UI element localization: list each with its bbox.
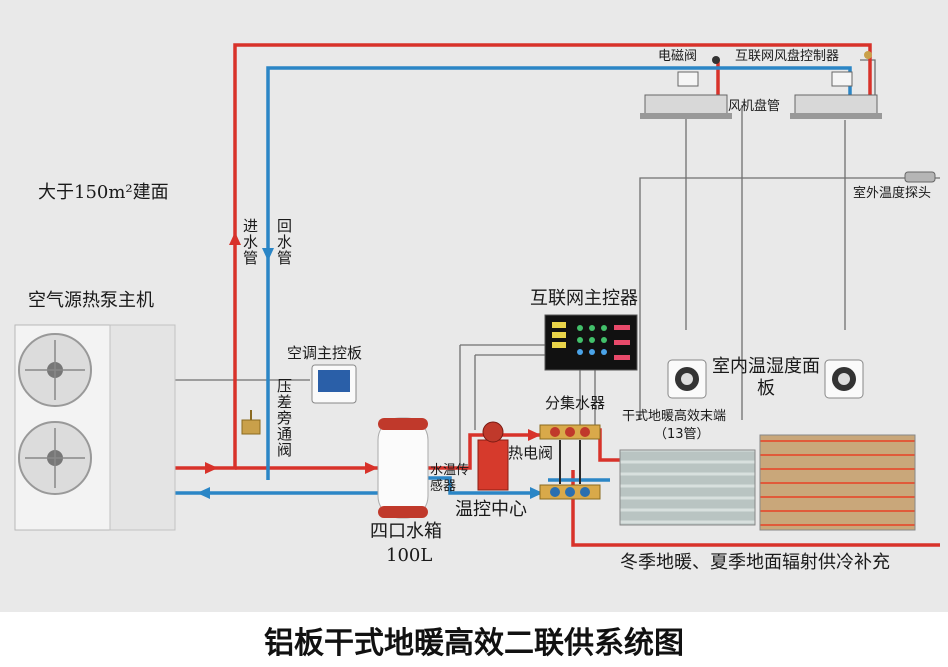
fan-coil-label: 风机盘管 <box>728 99 781 114</box>
floor-terminal-label: 干式地暖高效末端 <box>622 409 727 424</box>
area-label: 大于150m²建面 <box>38 182 169 203</box>
ac-panel-label: 空调主控板 <box>287 344 363 362</box>
water-tank <box>377 417 429 519</box>
floor-terminal-count-label: （13管） <box>654 427 710 442</box>
thermal-valve-label: 热电阀 <box>508 444 554 462</box>
floor-note-label: 冬季地暖、夏季地面辐射供冷补充 <box>620 552 890 573</box>
indoor-panel-label: 室内温湿度面板 <box>712 356 820 399</box>
outdoor-probe <box>904 171 936 183</box>
temp-control-center <box>477 421 509 491</box>
diagram-title: 铝板干式地暖高效二联供系统图 <box>264 626 684 661</box>
host-label: 空气源热泵主机 <box>28 290 154 311</box>
pipe-network <box>14 43 940 547</box>
inlet-pipe-label: 进水管 <box>241 218 259 266</box>
tank-label: 四口水箱 <box>370 521 442 542</box>
manifold <box>539 424 601 500</box>
solenoid-valve-label: 电磁阀 <box>658 49 698 64</box>
fan-coil-units <box>640 51 882 119</box>
bypass-valve-label: 压差旁通阀 <box>275 378 293 458</box>
fan-coil-controller-label: 互联网风盘控制器 <box>735 49 840 64</box>
return-pipe-label: 回水管 <box>275 218 293 266</box>
ac-control-panel <box>311 364 357 404</box>
signal-wires <box>170 59 940 470</box>
return-pipes <box>170 66 852 495</box>
heat-pump-unit <box>14 324 176 531</box>
outdoor-probe-label: 室外温度探头 <box>852 186 931 201</box>
internet-controller-label: 互联网主控器 <box>530 288 638 309</box>
floor-heating-terminals <box>619 434 916 531</box>
bypass-valve <box>241 410 261 435</box>
water-temp-sensor-label: 水温传感器 <box>430 463 470 494</box>
indoor-humidity-panels <box>667 359 864 399</box>
flow-arrows <box>197 232 543 499</box>
tank-volume-label: 100L <box>386 545 433 566</box>
manifold-label: 分集水器 <box>545 394 606 412</box>
internet-controller-screen <box>544 314 638 371</box>
temp-center-label: 温控中心 <box>455 499 527 520</box>
